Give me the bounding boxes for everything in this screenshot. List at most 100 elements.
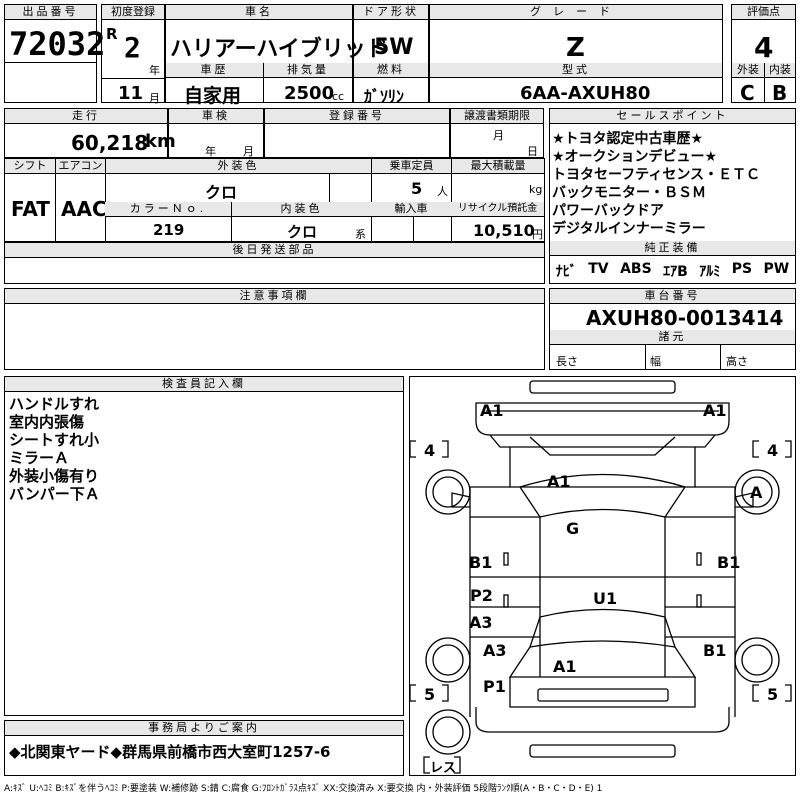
first-reg-box: 初度登録 R 2 年 11 月 [101, 4, 165, 105]
first-reg-era: R [106, 25, 118, 43]
car-outline-diagram [410, 380, 792, 774]
mark-front-bumper-left: A1 [480, 401, 504, 420]
sales-point-5: パワーバックドア [552, 203, 664, 219]
standard-equip-item: PW [763, 261, 790, 277]
grade-value: Z [566, 33, 585, 63]
sales-point-2: ★オークションデビュー★ [552, 149, 718, 165]
transfer-docs-box: 譲渡書類期限 月 日 [450, 108, 544, 158]
mark-front-right-wheel: A [750, 483, 763, 502]
damage-diagram: 4 4 5 5 レス A1 A1 A1 A G B1 B1 P2 A3 U1 A… [409, 376, 796, 776]
mark-rear-right-fender: B1 [703, 641, 727, 660]
mark-roof: U1 [593, 589, 618, 608]
mileage-box: 走行 60,218 km [4, 108, 176, 158]
inspector-note-1: ハンドルすれ [9, 395, 100, 413]
mark-windshield: G [566, 519, 580, 538]
color-no-header: カラーＮｏ. [105, 202, 231, 217]
grade-box: グレード Z 型式 6AA-AXUH80 [429, 4, 723, 104]
inspection-header: 車検 [169, 109, 263, 124]
inspector-header: 検査員記入欄 [5, 377, 403, 392]
score-int-value: B [772, 81, 788, 105]
score-ext-header: 外装 [732, 63, 764, 78]
standard-equip-item: ｱﾙﾐ [699, 264, 721, 280]
mark-hood: A1 [547, 472, 571, 491]
score-value: 4 [754, 31, 774, 64]
mark-rear-left-door: P2 [470, 586, 493, 605]
car-name-value: ハリアーハイブリッド [170, 37, 388, 62]
displacement-header: 排気量 [264, 63, 352, 78]
mileage-value: 60,218 [71, 131, 149, 155]
standard-equip-item: ABS [620, 261, 652, 277]
door-box: ドア形状 5W 燃料 ｶﾞｿﾘﾝ [353, 4, 429, 106]
dims-length: 長さ [556, 355, 578, 368]
mark-rear-bumper: P1 [483, 677, 506, 696]
mark-front-left-door: B1 [469, 553, 493, 572]
office-value: ◆北関東ヤード◆群馬県前橋市西大室町1257-6 [9, 743, 331, 761]
dims-height: 高さ [726, 355, 748, 368]
mark-trunk: A1 [553, 657, 577, 676]
aircon-header: エアコン [55, 159, 105, 174]
import-header: 輸入車 [371, 202, 451, 217]
shift-value: FAT [11, 197, 50, 221]
sales-point-6: デジタルインナーミラー [552, 221, 706, 237]
sales-points-header: セールスポイント [550, 109, 795, 124]
standard-equip-row: ﾅﾋﾞ TV ABS ｴｱB ｱﾙﾐ PS PW [550, 261, 795, 281]
registration-box: 登録番号 [264, 108, 450, 158]
mark-front-right-door: B1 [717, 553, 741, 572]
recycle-value: 10,510 [473, 221, 535, 240]
inspector-note-6: バンパー下Ａ [9, 485, 100, 503]
door-header: ドア形状 [354, 5, 428, 20]
capacity-header: 乗車定員 [371, 159, 451, 174]
displacement-value: 2500 [284, 83, 335, 104]
tire-front-right: 4 [767, 441, 779, 460]
standard-equip-item: PS [731, 261, 753, 277]
score-box: 評価点 4 外装 内装 C B [731, 4, 796, 105]
mark-front-bumper-right: A1 [703, 401, 727, 420]
transfer-docs-header: 譲渡書類期限 [451, 109, 543, 124]
standard-equip-item: TV [588, 261, 609, 277]
notes-header: 注意事項欄 [5, 289, 544, 304]
standard-equip-item: ｴｱB [663, 264, 688, 280]
first-reg-header: 初度登録 [102, 5, 164, 20]
car-name-box: 車名 ハリアーハイブリッド 車歴 排気量 自家用 2500 cc [165, 4, 388, 107]
first-reg-month: 11 [118, 83, 144, 104]
aircon-value: AAC [61, 197, 107, 221]
inspector-note-4: ミラーＡ [9, 449, 70, 467]
registration-header: 登録番号 [265, 109, 449, 124]
sales-point-3: トヨタセーフティセンス・ＥＴＣ [552, 167, 761, 183]
score-int-header: 内装 [764, 63, 795, 78]
tire-rear-left: 5 [424, 685, 436, 704]
history-header: 車歴 [166, 63, 263, 78]
spare-tire: レス [430, 761, 457, 776]
office-box: 事務局よりご案内 ◆北関東ヤード◆群馬県前橋市西大室町1257-6 [4, 720, 404, 776]
color-no-value: 219 [153, 221, 185, 239]
lot-box: 出品番号 72032 [4, 4, 105, 103]
inspection-box: 車検 年 月 [168, 108, 264, 158]
dims-width: 幅 [650, 355, 661, 368]
grade-header: グレード [430, 5, 722, 20]
max-load-header: 最大積載量 [451, 159, 544, 174]
capacity-value: 5 [411, 179, 423, 198]
mark-rear-left-quarter: A3 [469, 613, 493, 632]
sales-points-box: セールスポイント ★トヨタ認定中古車歴★ ★オークションデビュー★ トヨタセーフ… [549, 108, 796, 284]
score-header: 評価点 [732, 5, 795, 20]
parts-later-box: 後日発送部品 [4, 242, 545, 284]
shift-header: シフト [5, 159, 55, 174]
inspector-note-3: シートすれ小 [9, 431, 100, 449]
history-value: 自家用 [184, 85, 242, 107]
int-color-value: クロ [287, 223, 318, 241]
first-reg-year: 2 [124, 31, 141, 64]
model-type-value: 6AA-AXUH80 [520, 83, 651, 104]
fuel-value: ｶﾞｿﾘﾝ [364, 87, 405, 106]
recycle-header: リサイクル預託金 [451, 202, 544, 217]
office-header: 事務局よりご案内 [5, 721, 403, 736]
standard-equip-item: ﾅﾋﾞ [555, 264, 577, 280]
sales-point-4: バックモニター・ＢＳＭ [552, 185, 706, 201]
int-color-header: 内装色 [231, 202, 371, 217]
ext-color-header: 外装色 [105, 159, 371, 174]
model-type-header: 型式 [430, 63, 722, 78]
chassis-box: 車台番号 AXUH80-0013414 諸元 長さ 幅 高さ [549, 288, 796, 370]
chassis-value: AXUH80-0013414 [586, 306, 784, 330]
tire-rear-right: 5 [767, 685, 779, 704]
door-value: 5W [374, 35, 414, 60]
parts-later-header: 後日発送部品 [5, 243, 544, 258]
